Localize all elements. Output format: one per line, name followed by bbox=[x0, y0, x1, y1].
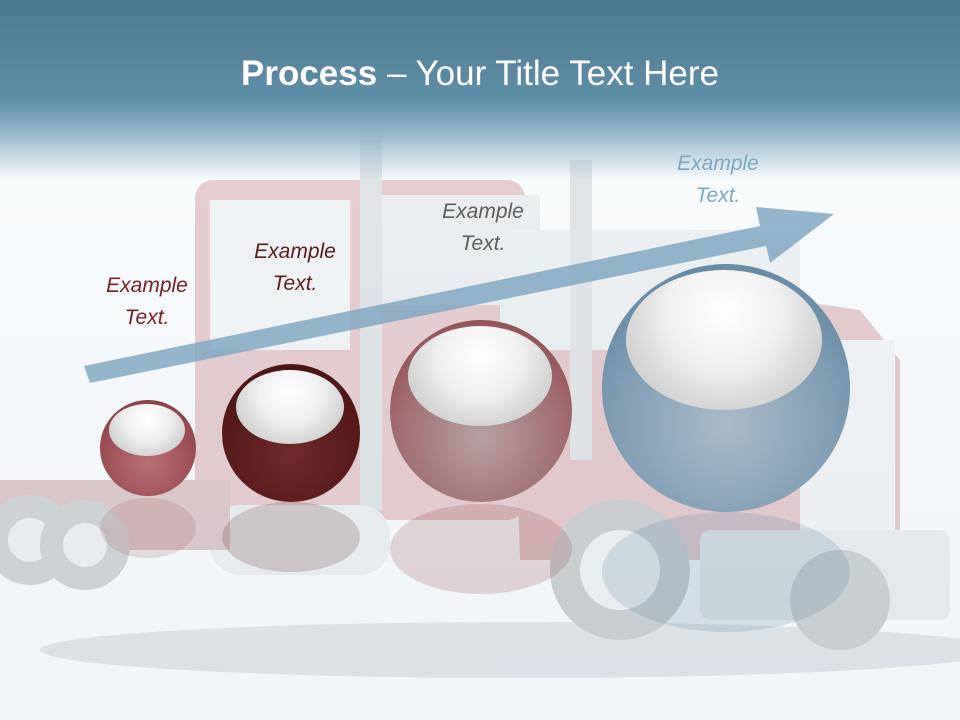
title-rest: – Your Title Text Here bbox=[377, 54, 719, 93]
step-sphere-4 bbox=[602, 264, 850, 512]
sphere-highlight bbox=[236, 370, 344, 444]
title-bar bbox=[0, 0, 960, 180]
step-label-4: Example Text. bbox=[677, 152, 759, 207]
sphere-reflection-4 bbox=[602, 512, 850, 632]
sphere-reflection-1 bbox=[100, 498, 196, 558]
sphere-highlight bbox=[109, 404, 185, 456]
sphere-reflection-3 bbox=[390, 504, 572, 594]
step-sphere-1 bbox=[100, 400, 196, 496]
sphere-reflection-2 bbox=[222, 502, 360, 572]
slide-title: Process – Your Title Text Here bbox=[0, 52, 960, 96]
step-label-3: Example Text. bbox=[442, 200, 524, 255]
step-label-2: Example Text. bbox=[254, 240, 336, 295]
sphere-highlight bbox=[408, 326, 552, 426]
title-bold: Process bbox=[241, 54, 378, 93]
step-label-1: Example Text. bbox=[106, 274, 188, 329]
step-sphere-3 bbox=[390, 320, 572, 502]
step-sphere-2 bbox=[222, 364, 360, 502]
sphere-highlight bbox=[626, 270, 822, 410]
